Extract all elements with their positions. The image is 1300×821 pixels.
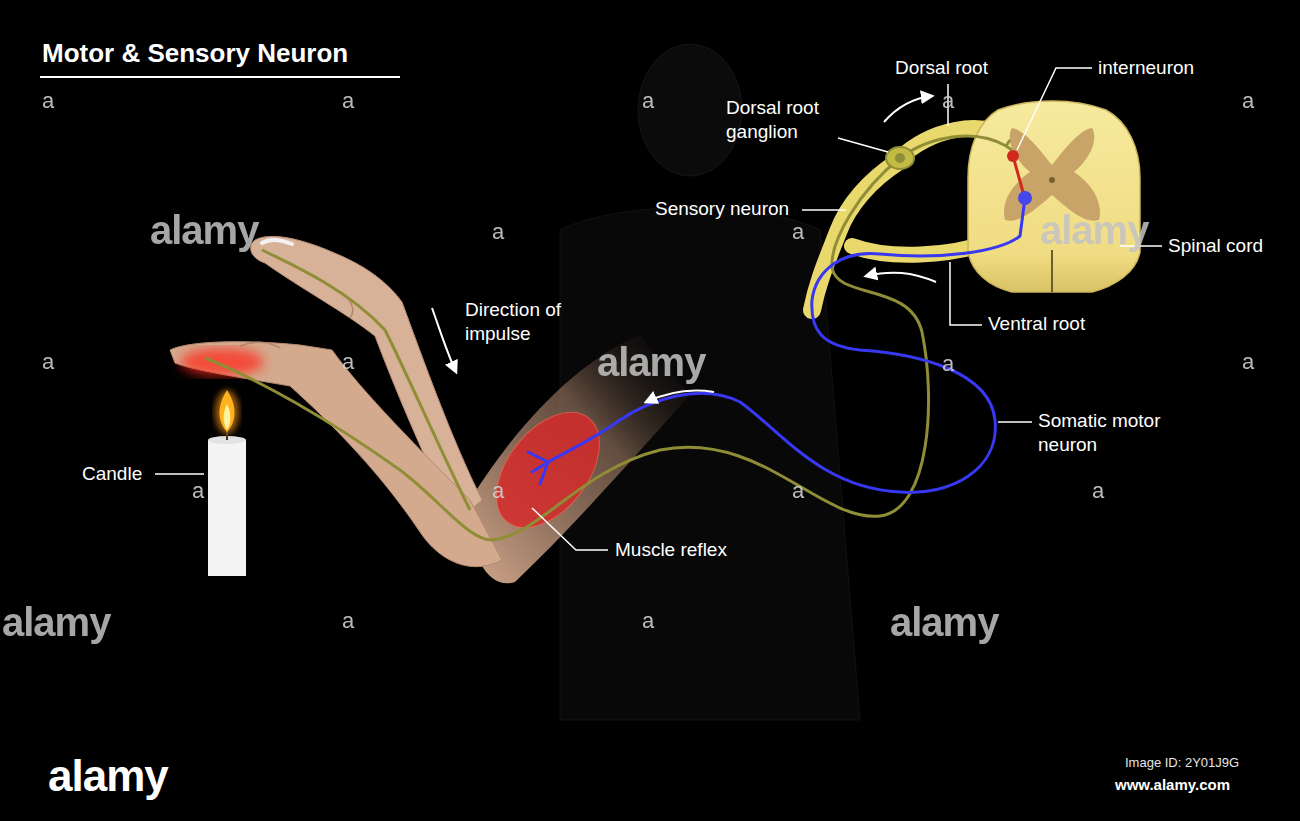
watermark-logo: alamy: [48, 748, 168, 803]
ganglion-cell-body: [895, 153, 905, 163]
watermark: alamy: [2, 597, 110, 647]
title-underline: [40, 76, 400, 78]
part-label: Dorsal root: [895, 56, 988, 80]
motor-neuron-axon: [548, 198, 1025, 492]
watermark: a: [942, 87, 954, 115]
fingernail: [262, 240, 292, 244]
watermark: alamy: [150, 205, 258, 255]
watermark: alamy: [890, 597, 998, 647]
leader-line: [155, 473, 204, 475]
sensory-neuron-fiber-raised: [262, 250, 470, 510]
watermark: a: [42, 348, 54, 376]
watermark: alamy: [597, 337, 705, 387]
flame: [219, 390, 234, 432]
part-label: Dorsal root ganglion: [726, 96, 846, 144]
direction-arrow: [646, 390, 714, 402]
watermark: a: [1242, 348, 1254, 376]
watermark: a: [642, 87, 654, 115]
leader-line: [950, 262, 982, 325]
motor-end-plates: [528, 452, 548, 484]
direction-arrow: [884, 96, 932, 122]
leader-line: [532, 508, 608, 550]
part-label: interneuron: [1098, 56, 1194, 80]
candle-body: [208, 440, 246, 576]
leader-line: [998, 421, 1032, 423]
direction-arrow: [866, 273, 936, 282]
sensory-neuron-fiber: [205, 136, 1006, 540]
watermark: a: [942, 350, 954, 378]
burn-glow: [180, 348, 264, 376]
watermark: a: [1092, 477, 1104, 505]
spinal-cord: [968, 101, 1140, 292]
flame-core: [224, 404, 231, 430]
watermark: a: [1242, 87, 1254, 115]
central-canal: [1049, 177, 1055, 183]
direction-arrow: [432, 308, 456, 372]
interneuron-body: [1007, 150, 1019, 162]
motor-neuron-body: [1018, 191, 1032, 205]
sensory-terminal: [1006, 140, 1012, 150]
direction-note: Direction of impulse: [465, 298, 590, 346]
diagram-title: Motor & Sensory Neuron: [42, 38, 348, 69]
watermark: a: [492, 218, 504, 246]
part-label: Muscle reflex: [615, 538, 727, 562]
finger-line: [240, 342, 280, 348]
watermark: a: [492, 477, 504, 505]
watermark: a: [342, 87, 354, 115]
watermark: a: [792, 477, 804, 505]
watermark: a: [792, 218, 804, 246]
part-label: Sensory neuron: [655, 197, 789, 221]
ventral-fissure: [1051, 250, 1053, 292]
grey-matter: [1004, 128, 1100, 221]
dorsal-root-ganglion: [886, 147, 914, 169]
watermark: a: [642, 607, 654, 635]
flame-glow: [215, 390, 239, 434]
part-label: Ventral root: [988, 312, 1085, 336]
website: www.alamy.com: [1115, 776, 1230, 795]
watermark: alamy: [1040, 205, 1148, 255]
watermark: a: [192, 477, 204, 505]
watermark: a: [342, 348, 354, 376]
leader-line: [802, 209, 846, 211]
watermark: a: [342, 607, 354, 635]
image-id: Image ID: 2Y01J9G: [1125, 755, 1239, 771]
watermark: a: [42, 87, 54, 115]
leader-line: [838, 138, 888, 152]
leader-line: [1017, 68, 1092, 150]
part-label: Somatic motor neuron: [1038, 409, 1188, 457]
part-label: Candle: [82, 462, 142, 486]
part-label: Spinal cord: [1168, 234, 1263, 258]
